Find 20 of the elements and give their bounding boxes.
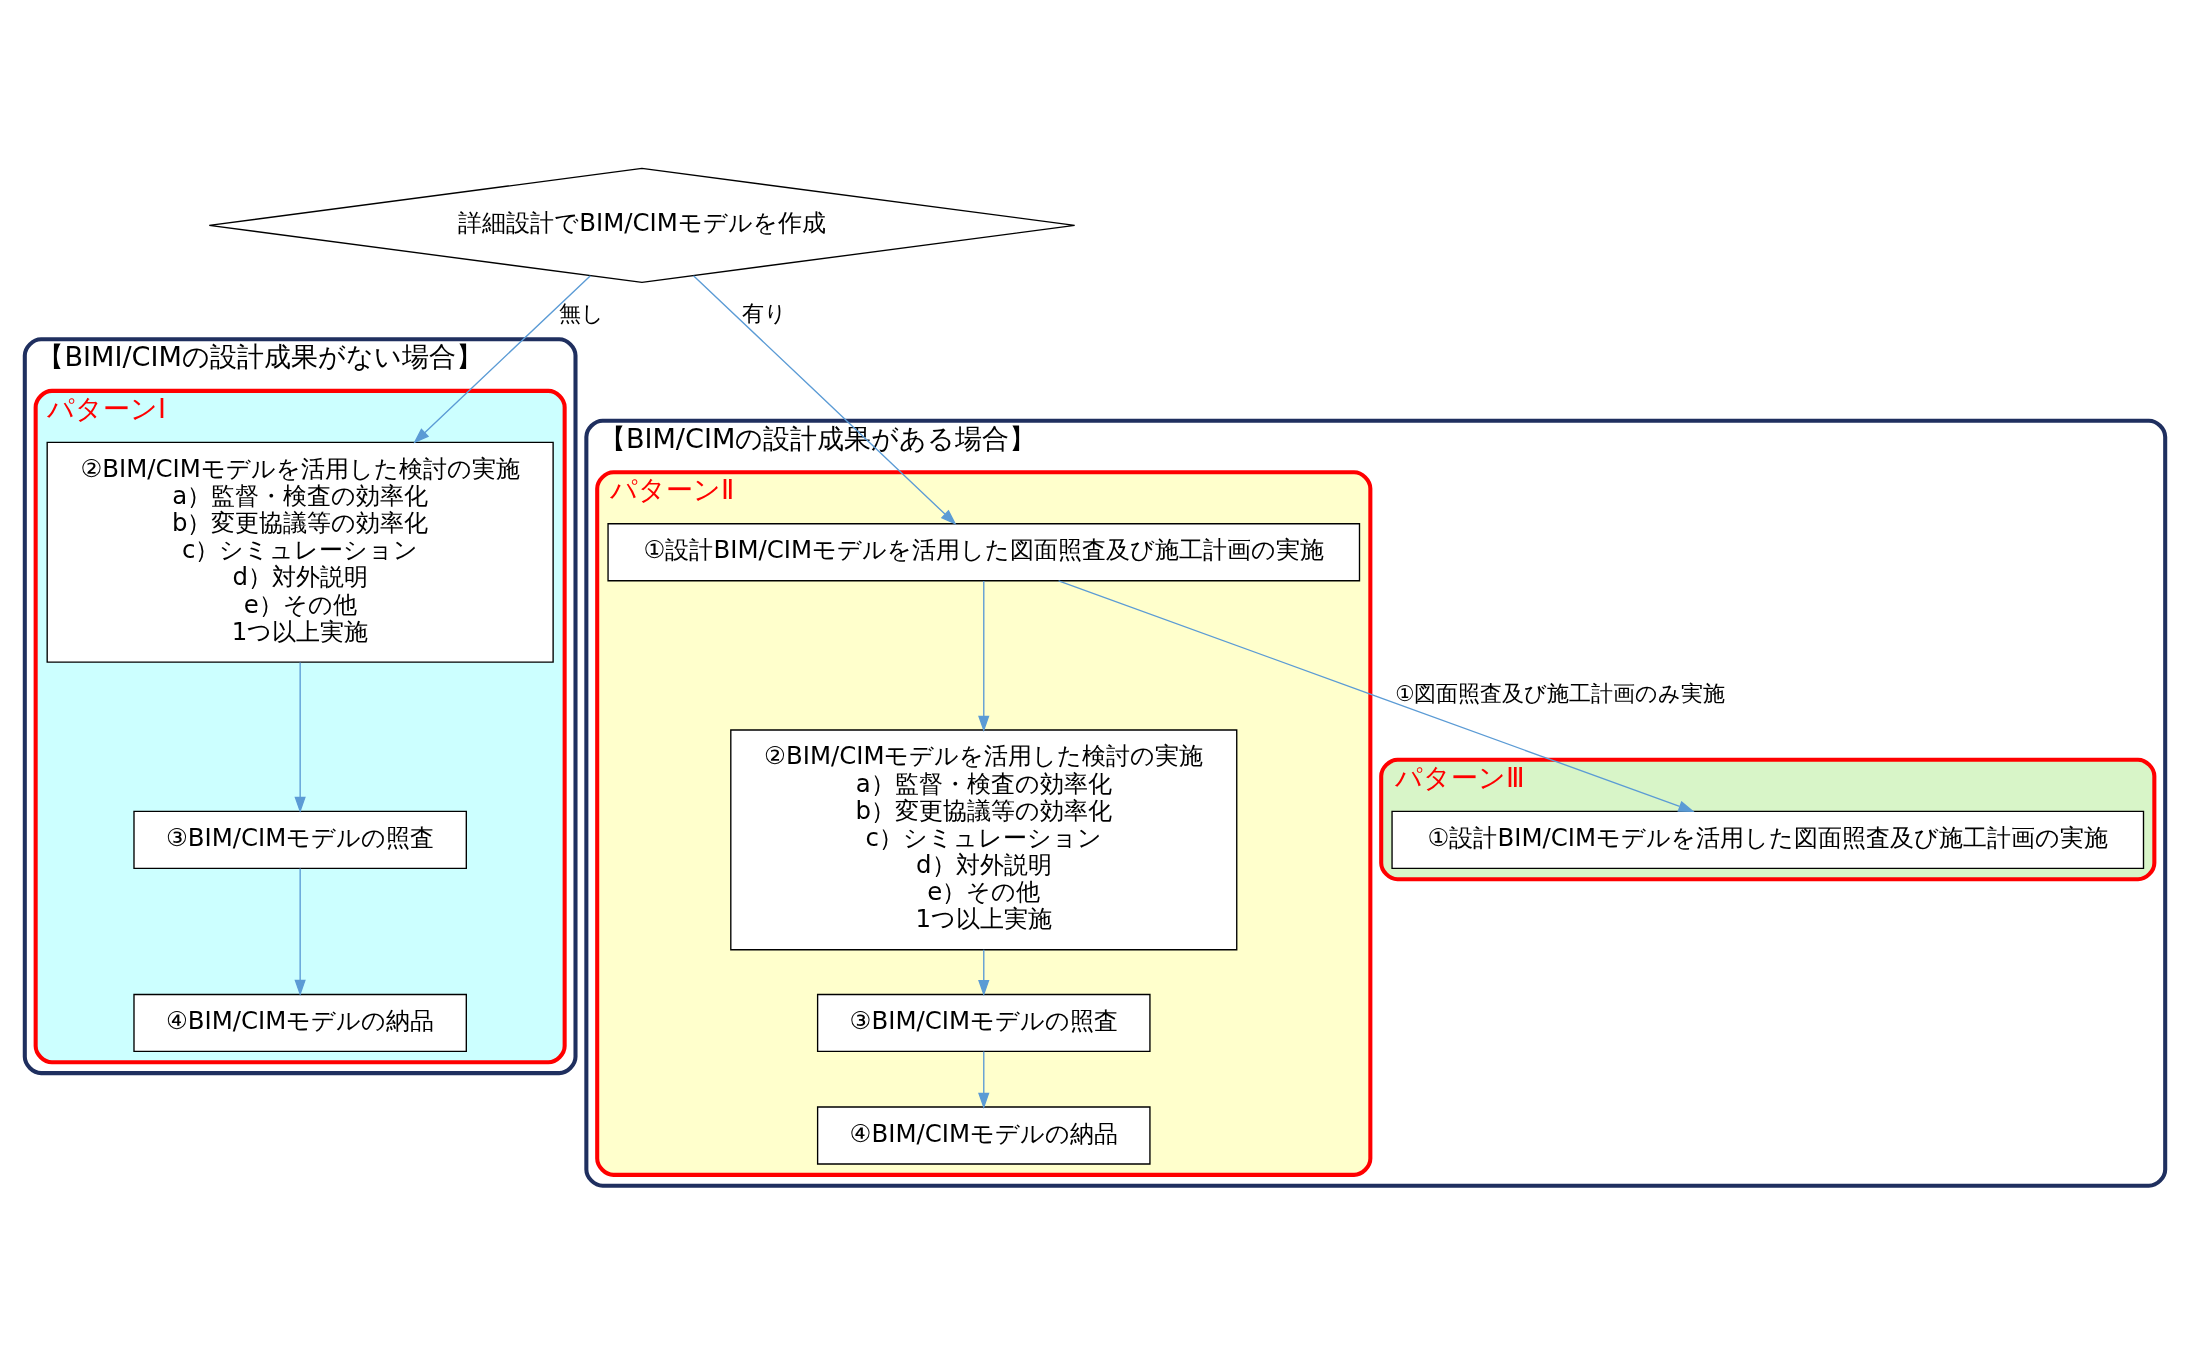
- node-box: ②BIM/CIMモデルを活用した検討の実施 a）監督・検査の効率化 b）変更協議等の効率化 c）シミュレーション d）対外説明 e）その他 1つ以上実施: [46, 441, 554, 663]
- arrow: [413, 274, 592, 444]
- node-box: ④BIM/CIMモデルの納品: [133, 993, 467, 1053]
- arrow: [692, 274, 957, 526]
- node-box: ①設計BIM/CIMモデルを活用した図面照査及び施工計画の実施: [1391, 810, 2145, 869]
- node-box: ③BIM/CIMモデルの照査: [133, 810, 467, 869]
- arrow: [978, 949, 990, 997]
- node-box: ②BIM/CIMモデルを活用した検討の実施 a）監督・検査の効率化 b）変更協議等の効率化 c）シミュレーション d）対外説明 e）その他 1つ以上実施: [730, 729, 1238, 951]
- arrow: [294, 661, 306, 813]
- edge-label: 有り: [742, 301, 788, 327]
- node-box: ①設計BIM/CIMモデルを活用した図面照査及び施工計画の実施: [607, 523, 1361, 582]
- node-box: ③BIM/CIMモデルの照査: [816, 993, 1151, 1053]
- arrow: [978, 1050, 990, 1110]
- arrow: [1057, 580, 1695, 812]
- edge-label: ①図面照査及び施工計画のみ実施: [1395, 681, 1726, 707]
- node-diamond: 詳細設計でBIM/CIMモデルを作成: [208, 167, 1076, 284]
- edge-label: 無し: [559, 301, 605, 327]
- node-box: ④BIM/CIMモデルの納品: [816, 1106, 1151, 1165]
- arrow: [978, 580, 990, 732]
- arrow: [294, 867, 306, 996]
